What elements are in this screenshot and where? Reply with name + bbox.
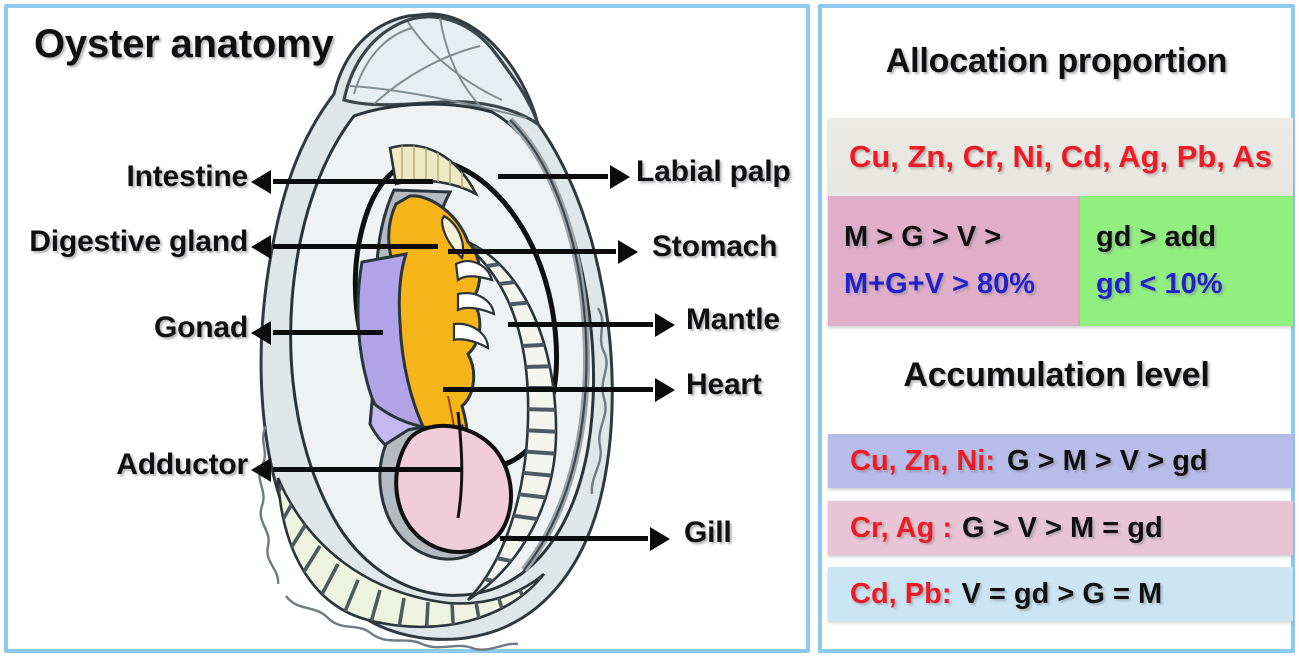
arrow-gill: [500, 536, 648, 541]
summary-panel: Allocation proportion Cu, Zn, Cr, Ni, Cd…: [818, 4, 1295, 653]
accum-row-cd-pb: Cd, Pb: V = gd > G = M: [828, 567, 1293, 621]
allocation-major-tissues-block: M > G > V > M+G+V > 80%: [828, 196, 1080, 326]
label-adductor: Adductor: [116, 448, 248, 481]
accum-row-cr-ag: Cr, Ag : G > V > M = gd: [828, 501, 1293, 555]
arrow-heart: [443, 387, 653, 392]
label-heart: Heart: [686, 368, 762, 401]
label-stomach: Stomach: [652, 230, 778, 263]
arrow-adductor: [273, 467, 463, 472]
page-title: Oyster anatomy: [34, 22, 334, 66]
arrow-mantle: [508, 322, 653, 327]
label-mantle: Mantle: [686, 303, 780, 336]
arrow-gonad: [273, 330, 383, 335]
allocation-minor-percent: gd < 10%: [1096, 268, 1223, 300]
allocation-major-order: M > G > V >: [844, 221, 1002, 253]
accumulation-title: Accumulation level: [903, 356, 1210, 394]
accum-order-cu-zn-ni: G > M > V > gd: [1006, 444, 1208, 477]
label-labial-palp: Labial palp: [636, 155, 791, 188]
accum-order-cr-ag: G > V > M = gd: [962, 511, 1163, 544]
label-gonad: Gonad: [154, 311, 248, 344]
allocation-major-percent: M+G+V > 80%: [844, 268, 1036, 300]
oyster-illustration: [158, 8, 678, 653]
arrow-intestine: [273, 179, 433, 184]
oyster-anatomy-panel: Oyster anatomy: [4, 4, 810, 653]
accum-row-cu-zn-ni: Cu, Zn, Ni: G > M > V > gd: [828, 434, 1293, 488]
accum-metals-cr-ag: Cr, Ag :: [850, 511, 953, 544]
allocation-metals-band: Cu, Zn, Cr, Ni, Cd, Ag, Pb, As: [828, 118, 1293, 196]
shell-hinge: [342, 15, 541, 128]
accum-metals-cd-pb: Cd, Pb:: [850, 577, 952, 610]
allocation-minor-tissues-block: gd > add gd < 10%: [1080, 196, 1293, 326]
label-digestive-gland: Digestive gland: [29, 225, 248, 258]
allocation-title: Allocation proportion: [885, 42, 1228, 80]
label-intestine: Intestine: [126, 160, 248, 193]
arrow-labial-palp: [498, 174, 608, 179]
arrow-digestive-gland: [273, 244, 438, 249]
allocation-minor-order: gd > add: [1096, 221, 1217, 253]
label-gill: Gill: [684, 516, 732, 549]
arrow-stomach: [448, 249, 616, 254]
accum-metals-cu-zn-ni: Cu, Zn, Ni:: [850, 444, 995, 477]
allocation-metals-list: Cu, Zn, Cr, Ni, Cd, Ag, Pb, As: [848, 139, 1273, 174]
accum-order-cd-pb: V = gd > G = M: [961, 577, 1163, 610]
